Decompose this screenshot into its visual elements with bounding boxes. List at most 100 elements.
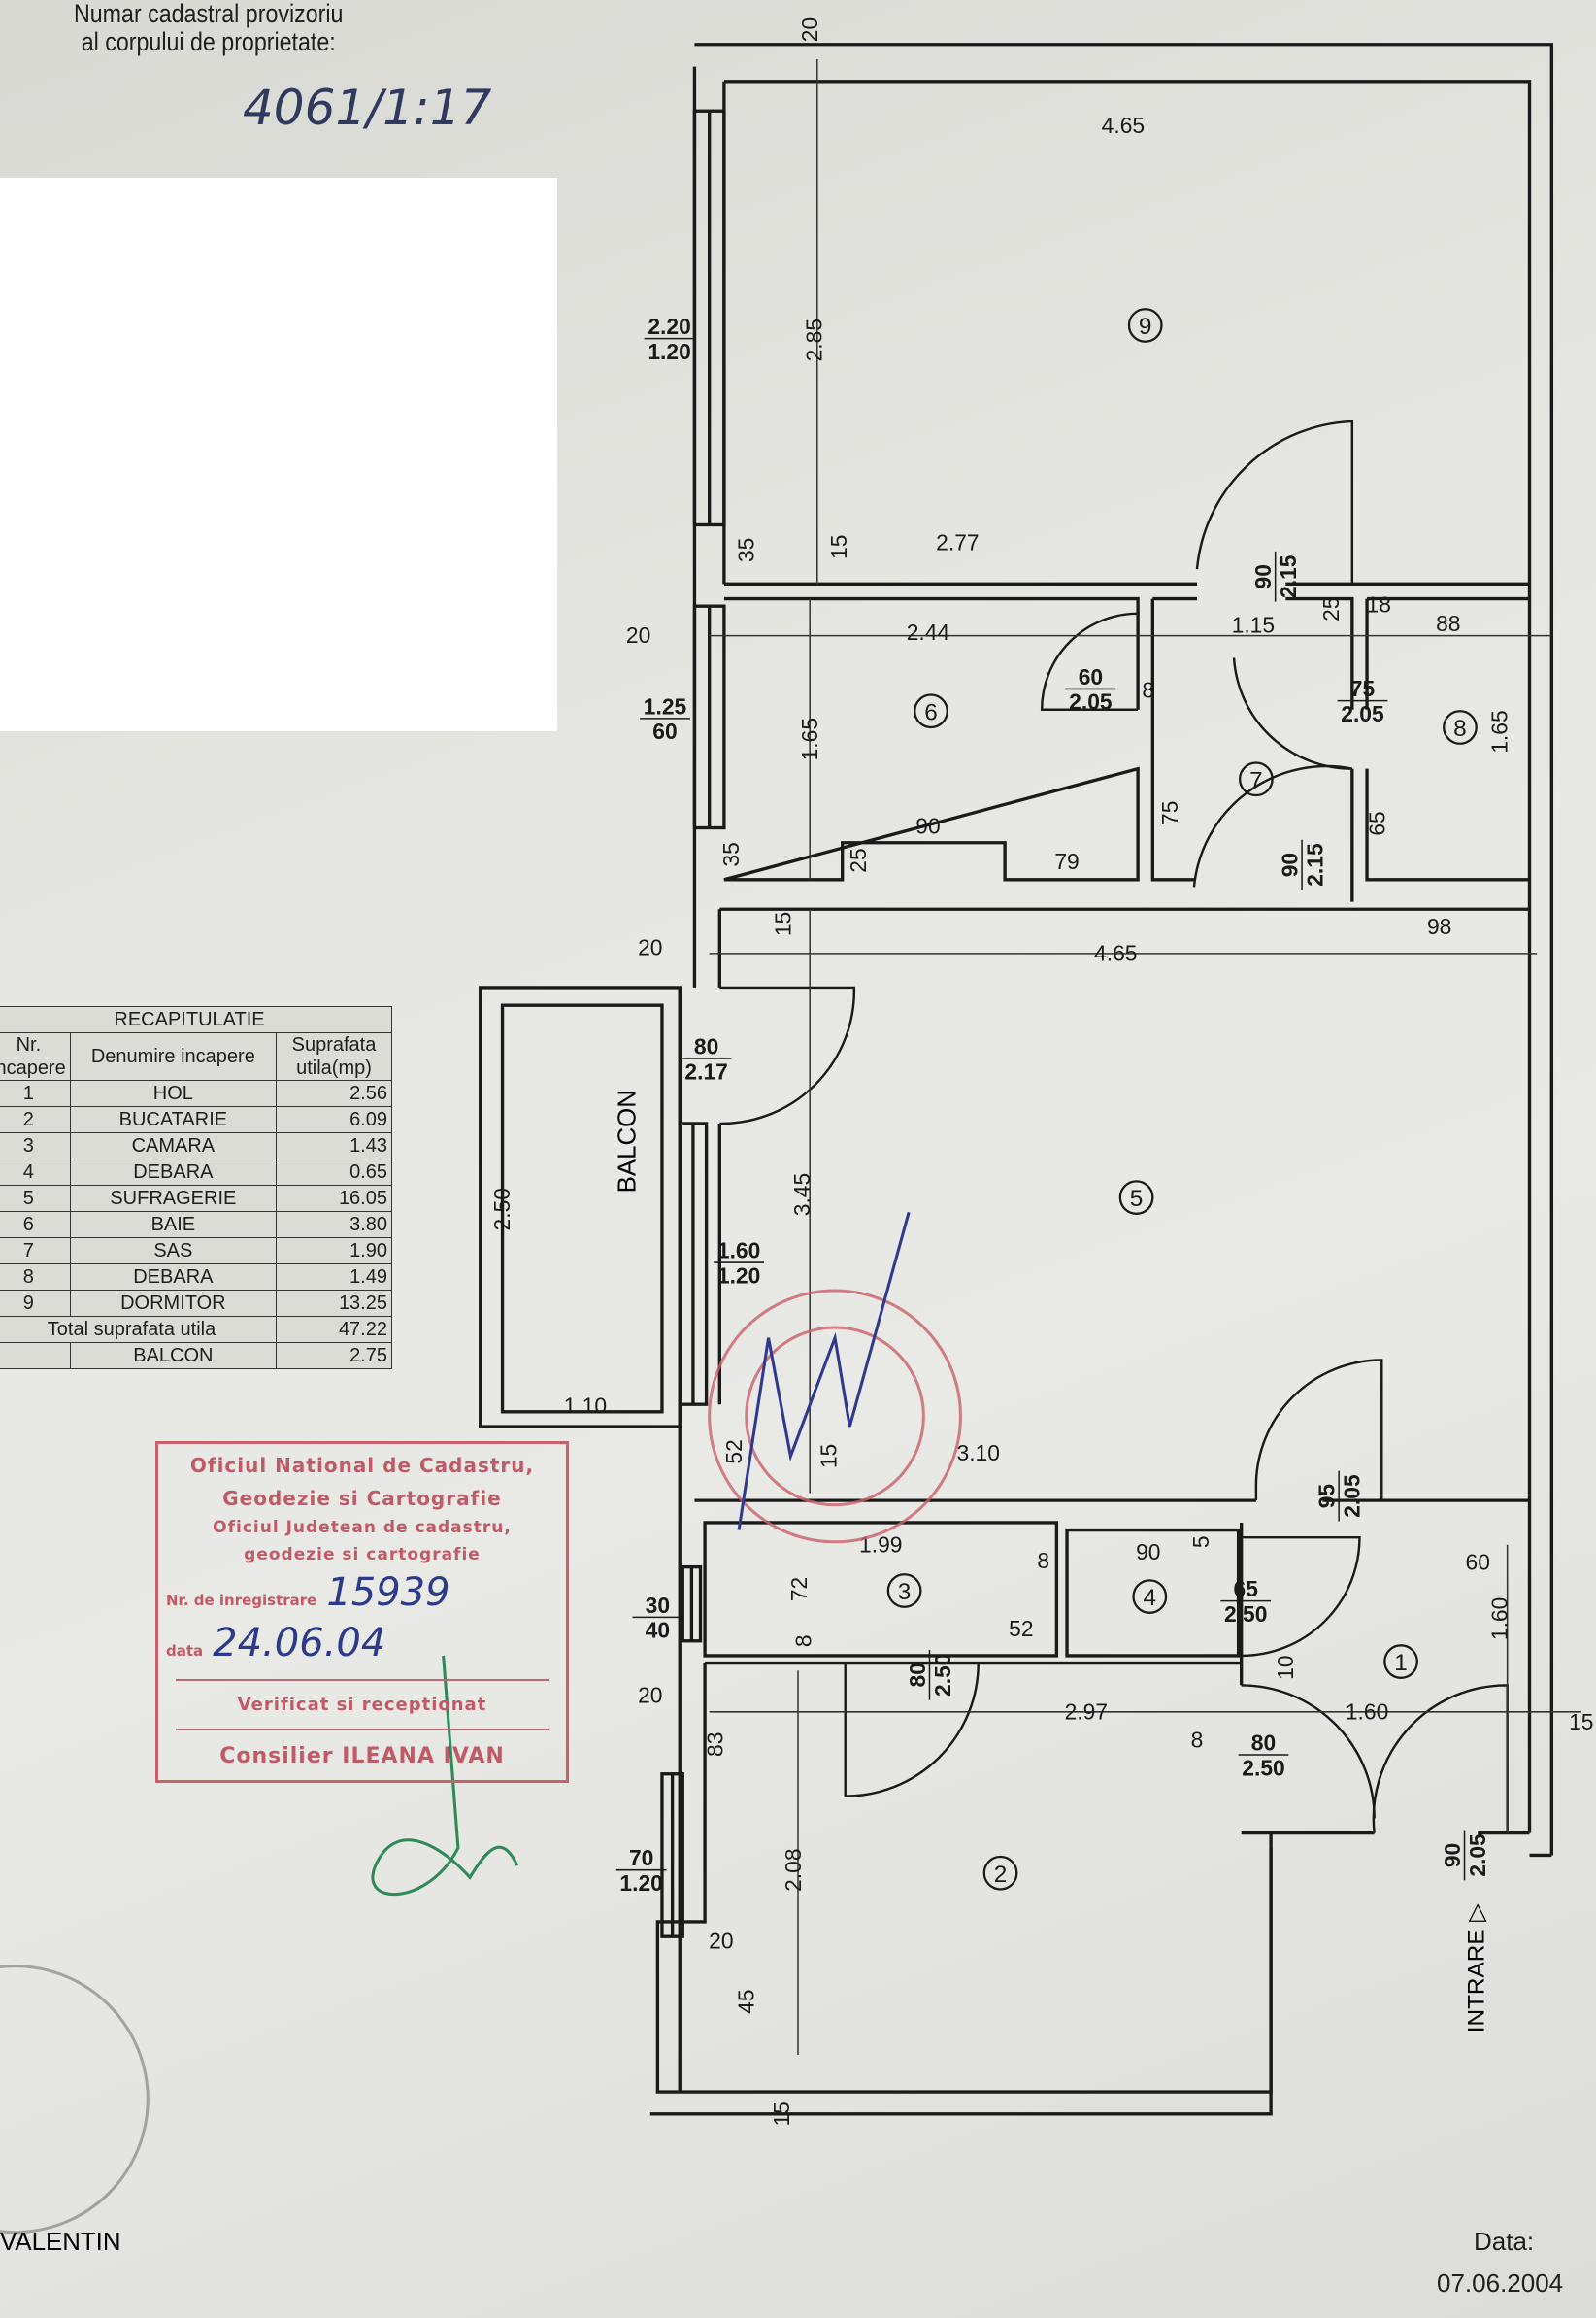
date-value: 07.06.2004: [1437, 2268, 1564, 2298]
door-swing: [1241, 1684, 1376, 1819]
fraction-bottom: 2.50: [930, 1654, 955, 1697]
room-name: BAIE: [69, 1211, 278, 1238]
room-name: DORMITOR: [69, 1290, 278, 1317]
dimension-label: 52: [721, 1439, 747, 1463]
round-seal: [708, 1289, 962, 1544]
room-area: 0.65: [276, 1159, 392, 1186]
stamp-line-3: Oficiul Judetean de cadastru,: [213, 1518, 512, 1537]
dimension-label: 8: [791, 1634, 816, 1647]
fraction-top: 30: [646, 1593, 670, 1618]
room-number: 6: [0, 1211, 71, 1238]
dimension-label: 1.60: [1346, 1698, 1388, 1724]
dimension-label: 20: [626, 622, 650, 648]
reg-label: Nr. de inregistrare: [166, 1592, 317, 1609]
dimension-label: 2.97: [1065, 1698, 1108, 1724]
room-label: 4: [1144, 1585, 1157, 1611]
room-label: 9: [1139, 314, 1152, 340]
room-label: 3: [898, 1579, 912, 1605]
door-swing: [1241, 1535, 1361, 1658]
room-name: SUFRAGERIE: [69, 1185, 278, 1212]
door-swing: [844, 1663, 980, 1797]
room-number-5: 5: [1118, 1180, 1154, 1215]
reg-date-handwritten: 24.06.04: [213, 1621, 386, 1665]
seal-bottom-left: [0, 1965, 150, 2234]
room-label: 8: [1453, 716, 1467, 742]
room-number-4: 4: [1132, 1579, 1168, 1614]
balcony-label: BALCON: [615, 1090, 642, 1193]
fraction-bottom: 2.15: [1276, 554, 1301, 598]
dimension-label: 20: [638, 934, 662, 959]
fraction-top: 90: [1278, 853, 1303, 877]
room-area: 13.25: [276, 1290, 392, 1317]
room-area: 6.09: [276, 1106, 392, 1133]
room-area: 1.90: [276, 1237, 392, 1264]
total-label: Total suprafata utila: [0, 1316, 277, 1343]
room-number: 7: [0, 1237, 71, 1264]
dimension-label: 2.85: [801, 319, 826, 361]
dimension-label: 20: [638, 1683, 662, 1708]
dimension-label: 2.08: [781, 1848, 806, 1891]
room-circle: [1383, 1644, 1418, 1679]
dimension-label: 45: [733, 1989, 758, 2013]
room-number: 5: [0, 1185, 71, 1212]
dimension-label: 8: [1142, 678, 1154, 703]
wall: [1365, 596, 1530, 882]
fraction-bottom: 1.20: [717, 1262, 760, 1288]
dimension-label: 20: [797, 17, 822, 42]
wall: [655, 1661, 1530, 2094]
fraction-bottom: 2.05: [1341, 701, 1384, 726]
room-name: SAS: [69, 1237, 278, 1264]
signature-green: [371, 1655, 519, 1896]
col-header-name: Denumire incapere: [69, 1032, 278, 1081]
room-name: HOL: [69, 1080, 278, 1107]
wall: [500, 1003, 664, 1414]
dimension-label: 2.44: [907, 620, 950, 645]
document-date: Data: 07.06.2004: [1437, 2227, 1563, 2299]
fraction-top: 80: [905, 1663, 930, 1687]
dimension-label: 79: [1054, 849, 1079, 874]
fraction-bottom: 60: [652, 719, 677, 744]
stamp-line-1: Oficiul National de Cadastru,: [189, 1454, 535, 1477]
door-window-dimension: 1.601.20: [714, 1237, 764, 1288]
cadastral-number: 4061/1:17: [243, 80, 492, 136]
room-name: CAMARA: [69, 1132, 278, 1159]
room-circle: [1118, 1180, 1154, 1215]
registration-number-line: Nr. de inregistrare 15939: [158, 1570, 566, 1615]
room-number-2: 2: [982, 1855, 1018, 1891]
dimension-label: 88: [1436, 611, 1460, 636]
wall: [1065, 1528, 1241, 1658]
room-label: 1: [1394, 1650, 1408, 1676]
door-window-dimension: 701.20: [615, 1845, 667, 1896]
fraction-bottom: 2.05: [1465, 1833, 1490, 1877]
dimension-label: 3.10: [956, 1440, 999, 1465]
room-number-6: 6: [914, 693, 948, 729]
door-swing: [1254, 1359, 1383, 1501]
room-circle: [1443, 710, 1478, 745]
dimension-label: 1.65: [797, 718, 822, 760]
room-area: 1.43: [276, 1132, 392, 1159]
door-window-dimension: 802.50: [1238, 1730, 1289, 1780]
fraction-top: 80: [694, 1033, 718, 1058]
dimension-label: 60: [1466, 1550, 1490, 1575]
dimension-label: 5: [1188, 1535, 1214, 1548]
col-header-nr: Nr. incapere: [0, 1032, 71, 1081]
door-swing: [1192, 764, 1353, 888]
dimension-label: 10: [1273, 1655, 1298, 1679]
dimension-label: 90: [915, 814, 940, 839]
room-circle: [1127, 308, 1163, 343]
room-circle: [1132, 1579, 1168, 1614]
door-window-dimension: 652.50: [1220, 1576, 1272, 1627]
door-swing: [1195, 420, 1354, 585]
door-window-dimension: 602.05: [1065, 664, 1116, 715]
dimension-label: 4.65: [1102, 113, 1145, 138]
dimension-label: 18: [1367, 591, 1391, 617]
fraction-bottom: 2.15: [1302, 843, 1327, 887]
room-number-3: 3: [886, 1573, 922, 1608]
dimension-label: 8: [1191, 1727, 1204, 1752]
